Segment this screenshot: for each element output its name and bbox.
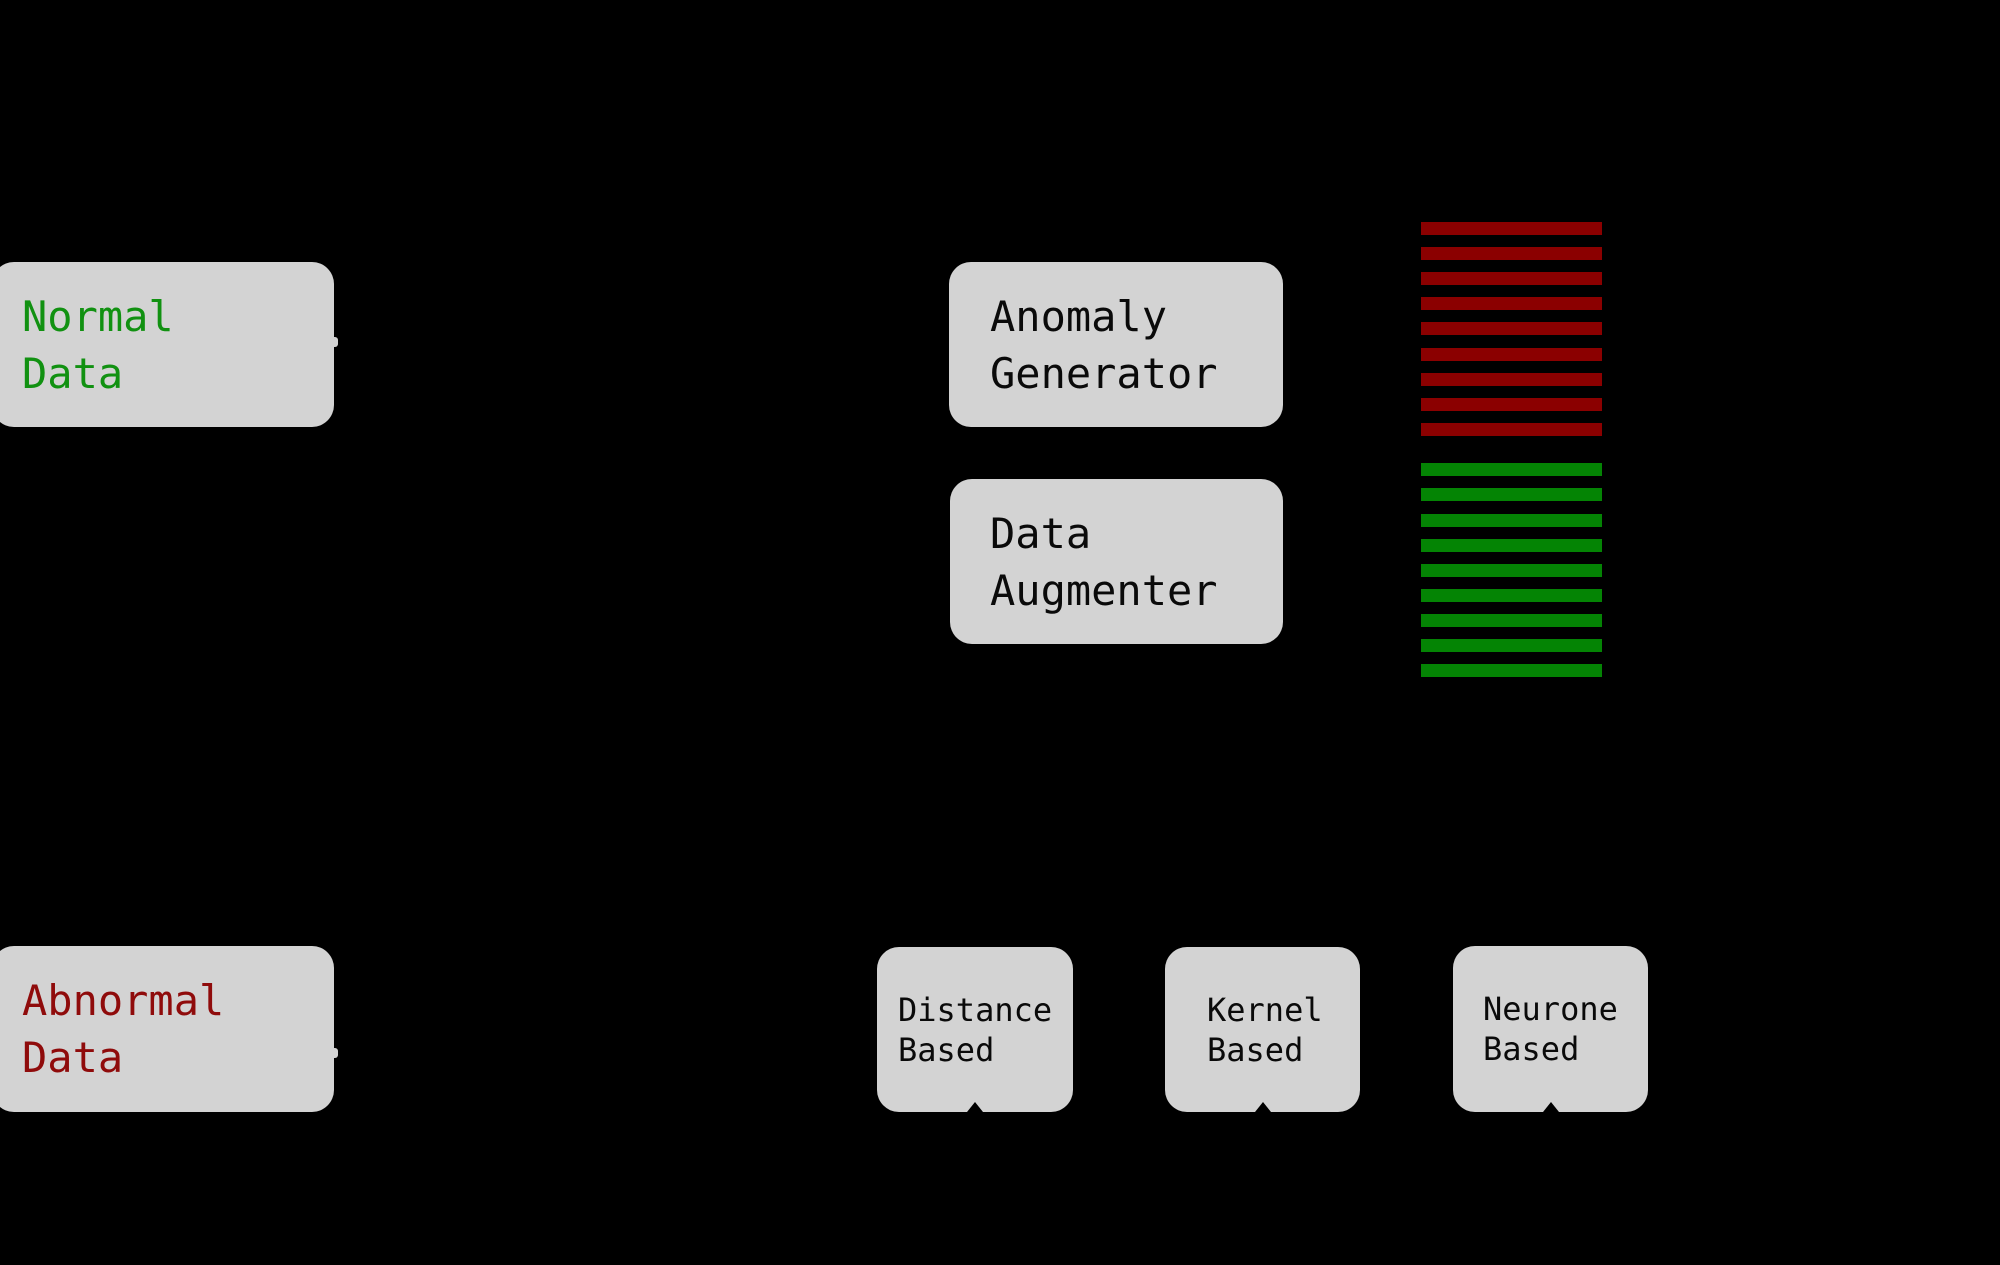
data-augmenter-label-line: Data <box>990 508 1092 558</box>
distance-based-label-line: Based <box>898 1030 995 1069</box>
normal-data-stripe <box>1421 513 1602 527</box>
normal-data-stripe <box>1421 463 1602 477</box>
anomalous-data-stripe <box>1421 247 1602 261</box>
normal-data-stripe <box>1421 563 1602 577</box>
anomalous-data-stripe <box>1421 297 1602 311</box>
anomalous-data-stripe <box>1421 422 1602 436</box>
normal-data-stripe <box>1421 538 1602 552</box>
anomalous-data-stripe <box>1421 322 1602 336</box>
normal-data-stripe <box>1421 638 1602 652</box>
anomaly-generator-label-line: Anomaly <box>990 291 1168 341</box>
distance-based-arrowhead-notch <box>967 1102 983 1112</box>
abnormal-data-label-line: Data <box>22 1033 124 1082</box>
kernel-based-arrowhead-notch <box>1254 1102 1271 1112</box>
data-augmenter-label-line: Augmenter <box>990 565 1218 615</box>
abnormal-data-label-line: Abnormal <box>22 976 225 1025</box>
anomalous-data-stripe <box>1421 372 1602 386</box>
distance-based-label-line: Distance <box>898 990 1053 1029</box>
kernel-based-label-line: Kernel <box>1207 990 1323 1029</box>
anomaly-generator-label-line: Generator <box>990 348 1218 398</box>
anomalous-data-stripe <box>1421 397 1602 411</box>
normal-data-label-line: Normal <box>22 291 174 341</box>
normal-data-stripe <box>1421 488 1602 502</box>
normal-data-label-line: Data <box>22 348 124 398</box>
neurone-based-label-line: Based <box>1483 1030 1580 1068</box>
edge-connector-stub <box>330 1048 338 1058</box>
normal-data-stripe <box>1421 588 1602 602</box>
kernel-based-label-line: Based <box>1207 1030 1304 1069</box>
anomalous-data-stripe <box>1421 272 1602 286</box>
neurone-based-arrowhead-notch <box>1542 1102 1559 1112</box>
normal-data-stripe <box>1421 663 1602 677</box>
normal-data-stripe <box>1421 613 1602 627</box>
anomalous-data-stripe <box>1421 347 1602 361</box>
neurone-based-label-line: Neurone <box>1483 990 1618 1028</box>
anomalous-data-stripe <box>1421 222 1602 235</box>
edge-connector-stub <box>330 337 338 347</box>
